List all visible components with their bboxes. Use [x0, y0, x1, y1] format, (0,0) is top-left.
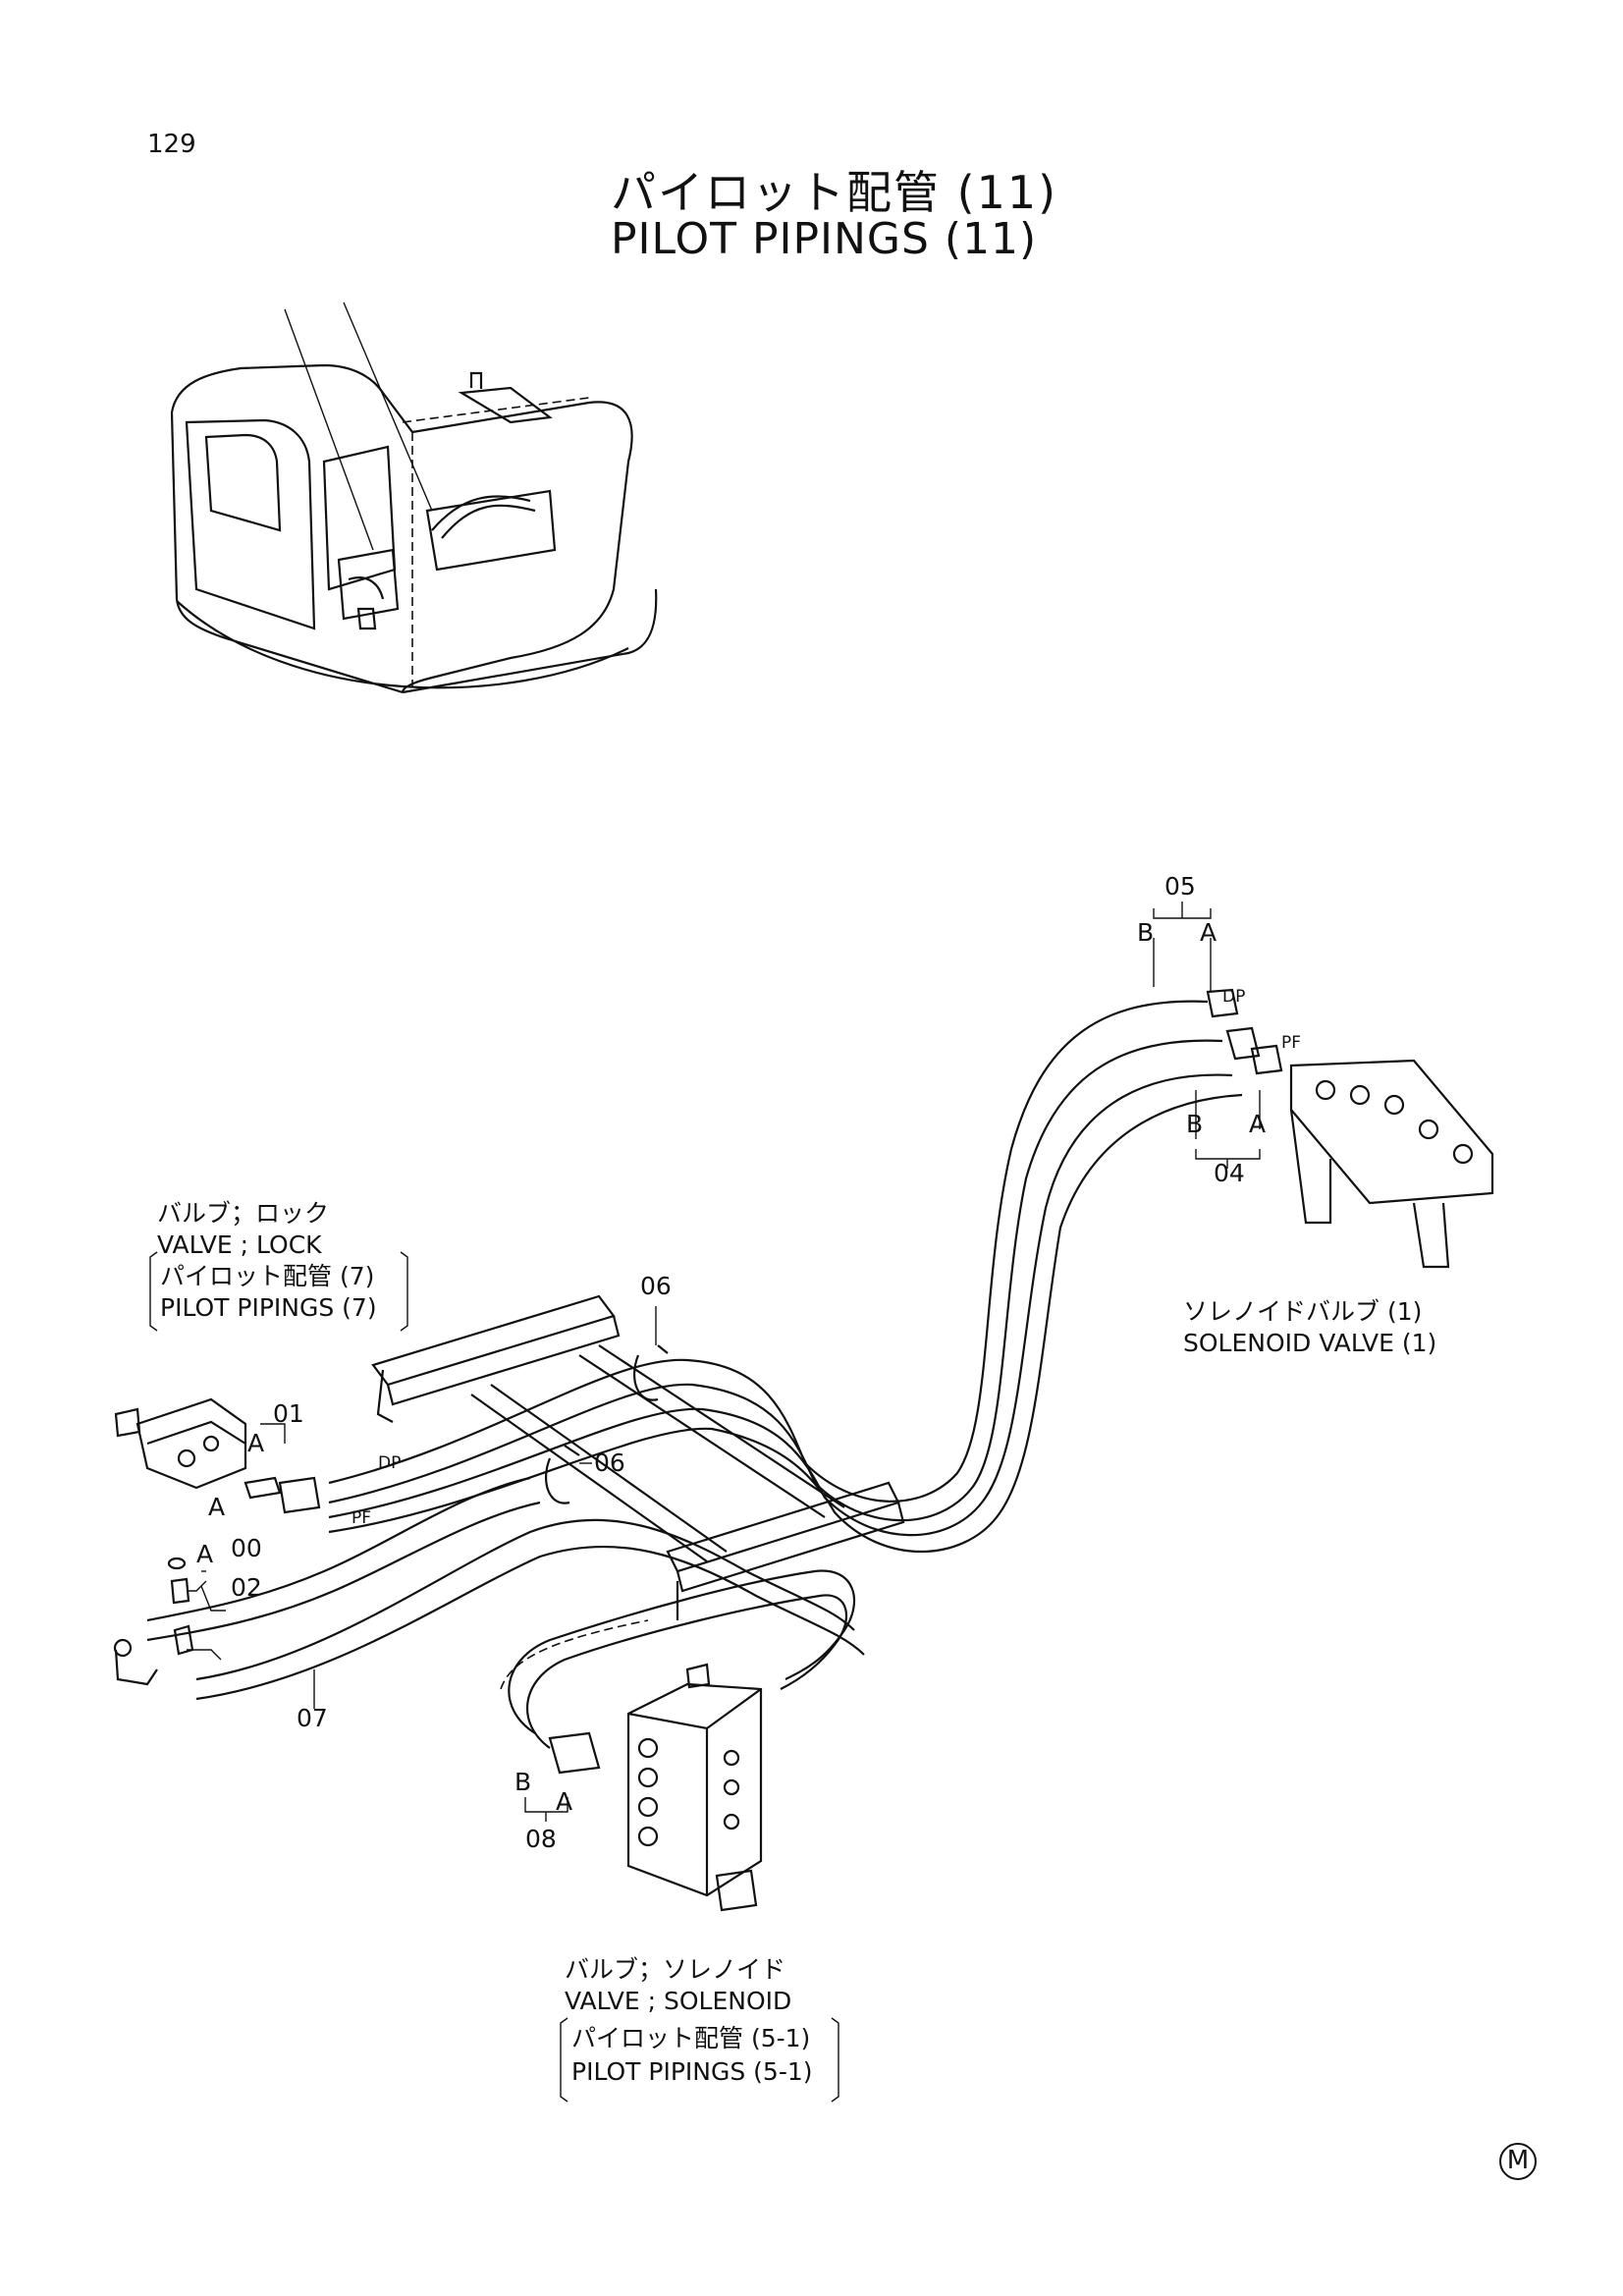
port-label-dp: DP [1222, 987, 1246, 1007]
excavator-overview-illustration [170, 301, 658, 694]
hose-routing [146, 1000, 1243, 1749]
callout-08: 08 [525, 1825, 557, 1853]
callout-00: 00 [231, 1534, 262, 1562]
callout-06: 06 [640, 1272, 672, 1300]
solenoid-valve-block [548, 1663, 763, 1912]
port-label-a: A [1249, 1110, 1267, 1138]
port-label-a: A [247, 1429, 265, 1457]
solenoid-valve-1-label-en: SOLENOID VALVE (1) [1183, 1329, 1437, 1357]
port-label-a: A [556, 1787, 573, 1816]
port-label-b: B [514, 1768, 532, 1796]
lock-valve-ref-jp: パイロット配管 (7) [160, 1262, 375, 1290]
solenoid-valve-label-jp: バルブ；ソレノイド [565, 1955, 786, 1984]
frame-rails [371, 1294, 905, 1620]
port-label-dp: DP [378, 1453, 402, 1473]
lock-valve-ref-en: PILOT PIPINGS (7) [160, 1293, 377, 1322]
port-label-b: B [1137, 918, 1155, 947]
lock-valve-label-en: VALVE ; LOCK [157, 1230, 322, 1259]
port-label-pf: PF [352, 1508, 372, 1528]
port-label-a: A [196, 1540, 214, 1568]
m-circle-mark: M [1499, 2143, 1537, 2180]
lock-valve-label-jp: バルブ；ロック [157, 1199, 330, 1228]
solenoid-valve-label-en: VALVE ; SOLENOID [565, 1987, 792, 2015]
port-label-pf: PF [1281, 1033, 1302, 1053]
port-label-a: A [1200, 918, 1217, 947]
hose-clamps [545, 1344, 669, 1504]
callout-04: 04 [1214, 1159, 1245, 1187]
page-number: 129 [147, 130, 196, 159]
solenoid-valve-1 [1206, 988, 1494, 1269]
solenoid-valve-1-label-jp: ソレノイドバルブ (1) [1183, 1297, 1423, 1326]
port-label-b: B [1186, 1110, 1204, 1138]
callout-06: 06 [594, 1449, 625, 1477]
callout-05: 05 [1164, 872, 1196, 901]
port-label-a: A [208, 1493, 226, 1521]
callout-07: 07 [297, 1704, 328, 1732]
callout-02: 02 [231, 1573, 262, 1602]
solenoid-valve-ref-en: PILOT PIPINGS (5-1) [571, 2057, 813, 2086]
page-title-english: PILOT PIPINGS (11) [611, 214, 1038, 264]
callout-01: 01 [273, 1399, 304, 1428]
lock-valve [113, 1397, 321, 1686]
callout-leaders [149, 902, 1261, 2103]
page-title-japanese: パイロット配管 (11) [611, 166, 1058, 219]
solenoid-valve-ref-jp: パイロット配管 (5-1) [571, 2024, 811, 2052]
